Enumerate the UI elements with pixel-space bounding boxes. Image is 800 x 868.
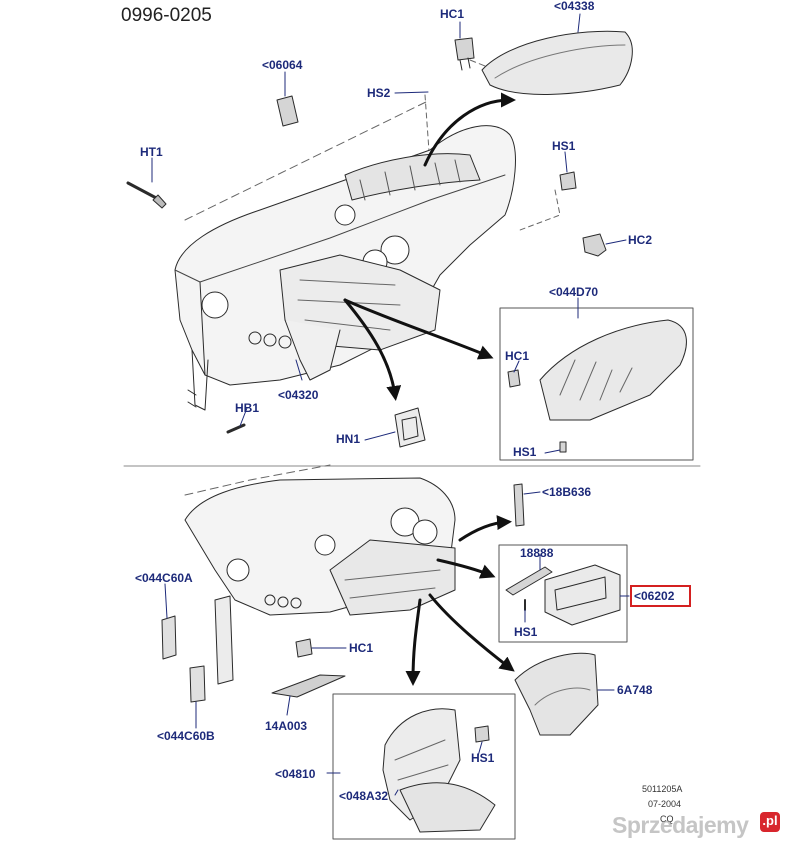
part-label-18b636[interactable]: <18B636 — [542, 485, 592, 499]
part-label-04810[interactable]: <04810 — [275, 767, 316, 781]
part-label-18888[interactable]: 18888 — [520, 546, 554, 560]
part-label-hc1-lower[interactable]: HC1 — [349, 641, 374, 655]
drawing-date: 07-2004 — [648, 799, 682, 809]
part-label-04338[interactable]: <04338 — [554, 0, 595, 13]
part-label-hc1-box[interactable]: HC1 — [505, 349, 530, 363]
part-label-hs1-box[interactable]: HS1 — [513, 445, 537, 459]
part-label-hc1-top[interactable]: HC1 — [440, 7, 465, 21]
part-label-hs2[interactable]: HS2 — [367, 86, 391, 100]
part-label-14a003[interactable]: 14A003 — [265, 719, 308, 733]
diagram-id: 0996-0205 — [121, 5, 212, 26]
detail-box-06202 — [498, 544, 628, 643]
detail-box-04810 — [332, 693, 516, 840]
part-label-hs1-bottom[interactable]: HS1 — [471, 751, 495, 765]
part-label-6a748[interactable]: 6A748 — [617, 683, 653, 697]
part-label-044c60a[interactable]: <044C60A — [135, 571, 193, 585]
highlight-box-06202 — [630, 585, 691, 607]
drawing-code: 5011205A — [642, 784, 683, 794]
part-label-hc2[interactable]: HC2 — [628, 233, 653, 247]
part-label-06064[interactable]: <06064 — [262, 58, 303, 72]
part-label-044c60b[interactable]: <044C60B — [157, 729, 215, 743]
part-label-hn1[interactable]: HN1 — [336, 432, 361, 446]
part-label-hs1-right[interactable]: HS1 — [552, 139, 576, 153]
watermark-badge: .pl — [760, 812, 780, 832]
detail-box-044d70 — [499, 307, 694, 461]
part-label-04320[interactable]: <04320 — [278, 388, 319, 402]
lower-dashboard-drawing — [161, 464, 599, 736]
part-label-hs1-lower[interactable]: HS1 — [514, 625, 538, 639]
part-label-044d70[interactable]: <044D70 — [549, 285, 599, 299]
part-label-ht1[interactable]: HT1 — [140, 145, 163, 159]
upper-dashboard-drawing — [126, 30, 633, 448]
part-label-hb1[interactable]: HB1 — [235, 401, 260, 415]
leader-lines — [151, 13, 630, 796]
part-label-048a32[interactable]: <048A32 — [339, 789, 389, 803]
watermark-text: Sprzedajemy — [612, 812, 749, 838]
drawing-initials: CQ — [660, 814, 674, 824]
part-label-06202[interactable]: <06202 — [634, 589, 675, 603]
